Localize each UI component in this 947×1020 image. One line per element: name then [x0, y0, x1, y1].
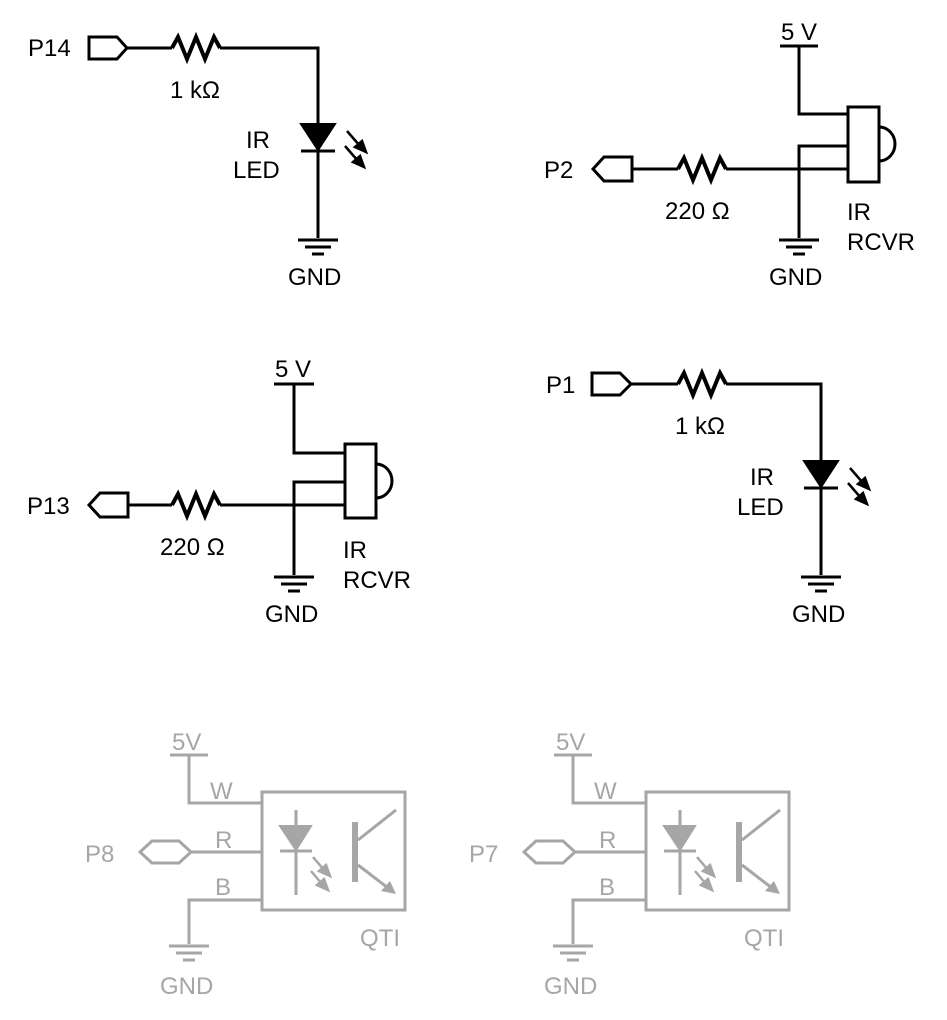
ir-led-icon-p14 — [299, 123, 337, 152]
pin-connector-p1 — [590, 371, 634, 397]
pin-connector-p7 — [521, 839, 578, 865]
supply-label-p8: 5V — [172, 729, 201, 756]
ground-label-p8: GND — [160, 973, 213, 1000]
part-label-qti-p8: QTI — [360, 925, 400, 952]
wire-label-r-p7: R — [599, 827, 616, 854]
ground-label-p1: GND — [792, 601, 845, 628]
ground-label-p2: GND — [769, 264, 822, 291]
resistor-1k-p1 — [676, 367, 728, 401]
pin-connector-p2 — [590, 155, 634, 183]
pin-connector-p14 — [87, 35, 130, 61]
resistor-value-p14: 1 kΩ — [170, 77, 220, 104]
part-label-ir-p14: IR — [246, 127, 270, 154]
circuit-p13-ir-receiver: 5 V P13 220 Ω IR RCVR GND — [27, 356, 411, 628]
ir-receiver-body-p13 — [343, 442, 378, 520]
circuit-p1-ir-led: P1 1 kΩ IR LED GND — [546, 367, 872, 628]
pin-connector-p8 — [137, 839, 194, 865]
qti-phototransistor-icon-p8 — [352, 822, 358, 882]
ir-led-icon-p1 — [802, 460, 840, 489]
resistor-1k-p14 — [170, 31, 222, 65]
emission-arrows-icon-p1 — [847, 467, 872, 507]
wire-label-r-p8: R — [215, 827, 232, 854]
circuit-p14-ir-led: P14 1 kΩ IR LED GND — [28, 31, 369, 291]
part-label-led-p14: LED — [233, 157, 280, 184]
qti-emission-arrows-icon-p7 — [694, 856, 717, 893]
resistor-value-p1: 1 kΩ — [675, 413, 725, 440]
ground-label-p14: GND — [288, 264, 341, 291]
circuit-p2-ir-receiver: 5 V P2 220 Ω IR RCVR GND — [544, 19, 915, 291]
circuit-p7-qti: 5V W P7 R B QTI GND — [469, 729, 791, 1000]
circuit-p8-qti: 5V W P8 R B QTI GND — [85, 729, 407, 1000]
qti-emission-arrows-icon-p8 — [310, 856, 333, 893]
part-label-led-p1: LED — [737, 494, 784, 521]
emission-arrows-icon-p14 — [344, 130, 369, 170]
ground-symbol-icon-p2 — [779, 238, 819, 256]
resistor-220-p13 — [170, 488, 222, 522]
ground-label-p7: GND — [544, 973, 597, 1000]
wire-label-b-p8: B — [215, 874, 231, 901]
resistor-value-p13: 220 Ω — [160, 534, 225, 561]
resistor-value-p2: 220 Ω — [665, 198, 730, 225]
ground-symbol-icon-p7 — [553, 944, 593, 962]
ir-receiver-dome-p2 — [878, 125, 897, 163]
wire-label-b-p7: B — [599, 874, 615, 901]
qti-sensor-body-p8 — [260, 790, 407, 912]
pin-connector-p13 — [86, 491, 130, 519]
ir-receiver-body-p2 — [846, 105, 881, 184]
part-label-rcvr-p13: RCVR — [343, 567, 411, 594]
ground-symbol-icon-p1 — [801, 575, 841, 593]
ground-symbol-icon-p13 — [274, 575, 314, 593]
qti-phototransistor-icon-p7 — [736, 822, 742, 882]
supply-label-p2: 5 V — [781, 19, 817, 46]
supply-label-p7: 5V — [556, 729, 585, 756]
wire-label-w-p8: W — [210, 778, 233, 805]
pin-label-p8: P8 — [85, 841, 114, 868]
ground-symbol-icon-p14 — [298, 238, 338, 256]
pin-label-p13: P13 — [27, 493, 70, 520]
part-label-ir-p2: IR — [847, 199, 871, 226]
resistor-220-p2 — [676, 152, 728, 186]
part-label-ir-p1: IR — [750, 464, 774, 491]
ground-symbol-icon-p8 — [169, 944, 209, 962]
pin-label-p7: P7 — [469, 841, 498, 868]
wire-label-w-p7: W — [594, 778, 617, 805]
part-label-rcvr-p2: RCVR — [847, 229, 915, 256]
supply-label-p13: 5 V — [275, 356, 311, 383]
pin-label-p1: P1 — [546, 372, 575, 399]
ground-label-p13: GND — [265, 601, 318, 628]
ir-receiver-dome-p13 — [375, 462, 394, 500]
part-label-ir-p13: IR — [343, 537, 367, 564]
pin-label-p2: P2 — [544, 157, 573, 184]
part-label-qti-p7: QTI — [744, 925, 784, 952]
qti-sensor-body-p7 — [644, 790, 791, 912]
pin-label-p14: P14 — [28, 35, 71, 62]
